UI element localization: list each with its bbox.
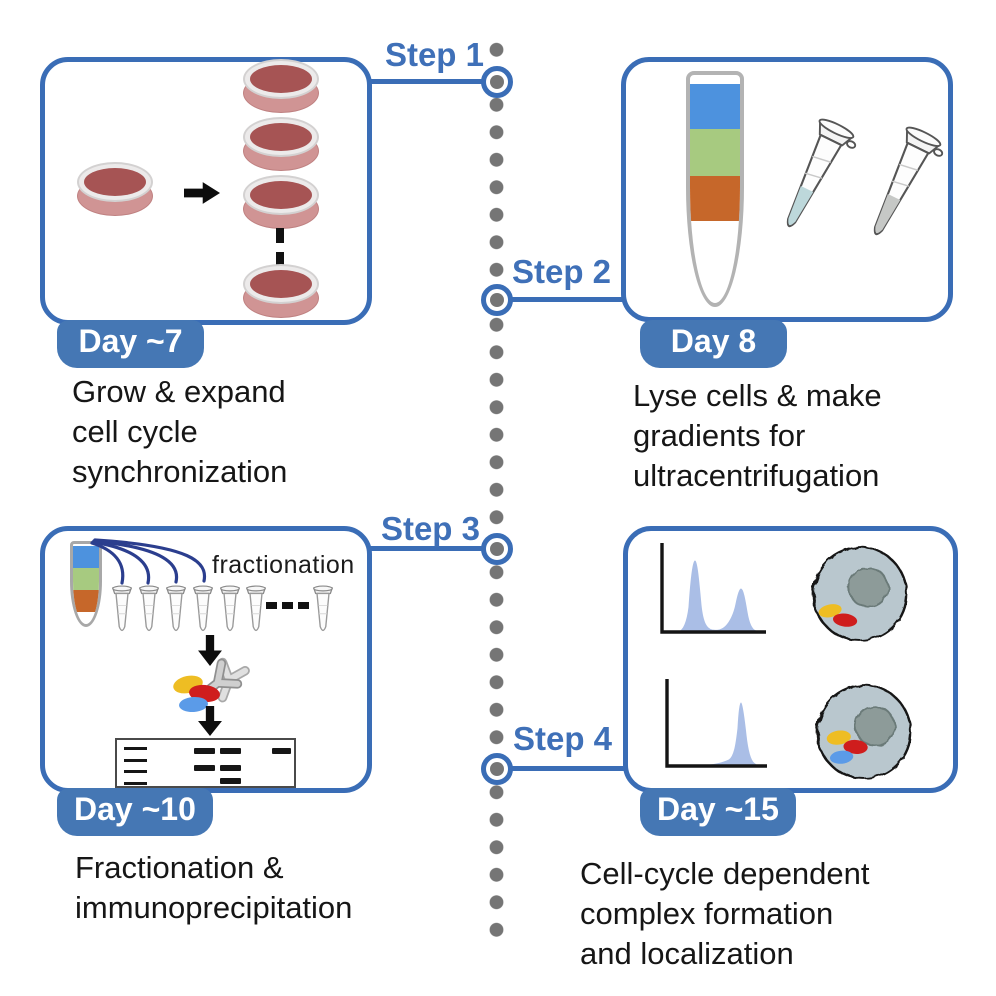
day-badge-step3: Day ~10	[57, 788, 213, 836]
caption-step3: Fractionation & immunoprecipitation	[75, 848, 352, 928]
organelle-red	[843, 739, 868, 754]
caption-line: Lyse cells & make	[633, 378, 882, 413]
cell-icon	[812, 546, 908, 642]
step3-marker	[481, 533, 513, 565]
step3-label: Step 3	[380, 510, 480, 547]
timeline-dotted-line	[489, 36, 504, 948]
caption-line: ultracentrifugation	[633, 458, 880, 493]
tube-liquid	[788, 186, 814, 226]
gradient-layer-blue	[73, 546, 99, 568]
step2-label: Step 2	[512, 253, 612, 290]
ellipsis-dashes-icon	[266, 602, 310, 609]
caption-line: Fractionation &	[75, 850, 284, 885]
gradient-layer-green	[690, 129, 740, 176]
caption-step2: Lyse cells & make gradients for ultracen…	[633, 376, 882, 496]
step1-connector-line	[367, 79, 484, 84]
petri-dish-icon	[243, 264, 319, 320]
nucleus	[854, 705, 896, 748]
petri-dish-icon	[243, 59, 319, 115]
fraction-tube-icon	[110, 585, 134, 637]
cell-icon	[816, 684, 912, 780]
step4-connector-line	[511, 766, 627, 771]
step3-connector-line	[367, 546, 484, 551]
caption-line: and localization	[580, 936, 794, 971]
fraction-tube-icon	[137, 585, 161, 637]
fraction-tube-icon	[191, 585, 215, 637]
caption-line: complex formation	[580, 896, 834, 931]
petri-dish-icon	[77, 162, 153, 218]
gradient-layer-blue	[690, 84, 740, 129]
petri-dish-icon	[243, 175, 319, 231]
fraction-tube-icon	[244, 585, 268, 637]
step2-connector-line	[511, 297, 625, 302]
gradient-layer-green	[73, 568, 99, 590]
caption-line: gradients for	[633, 418, 806, 453]
fraction-tube-icon	[311, 585, 335, 637]
western-blot-icon	[115, 738, 296, 788]
flow-histogram-two-peaks	[660, 543, 766, 634]
caption-line: cell cycle	[72, 414, 198, 449]
caption-line: Grow & expand	[72, 374, 286, 409]
gradient-layer-orange	[690, 176, 740, 221]
petri-dish-icon	[243, 117, 319, 173]
step1-marker	[481, 66, 513, 98]
organelle-blue	[829, 750, 854, 764]
caption-step1: Grow & expand cell cycle synchronization	[72, 372, 287, 492]
caption-line: immunoprecipitation	[75, 890, 353, 925]
gradient-layer-orange	[73, 590, 99, 612]
eppendorf-tube-icon	[873, 126, 944, 236]
nucleus	[847, 566, 890, 609]
fraction-tube-icon	[218, 585, 242, 637]
organelle-yellow	[818, 604, 842, 618]
ellipsis-dashes-icon	[276, 228, 284, 266]
caption-line: synchronization	[72, 454, 288, 489]
caption-line: Cell-cycle dependent	[580, 856, 870, 891]
step1-label: Step 1	[384, 36, 484, 73]
caption-step4: Cell-cycle dependent complex formation a…	[580, 854, 870, 974]
organelle-yellow	[826, 730, 851, 745]
tube-liquid	[875, 194, 901, 234]
step2-marker	[481, 284, 513, 316]
organelle-red	[832, 613, 858, 627]
fractionation-label: fractionation	[212, 551, 355, 579]
step4-label: Step 4	[513, 720, 613, 757]
gradient-tube-icon	[686, 71, 744, 307]
eppendorf-tube-icon	[786, 118, 857, 228]
fraction-tube-icon	[164, 585, 188, 637]
flow-histogram-one-peak	[665, 679, 767, 768]
day-badge-step2: Day 8	[640, 320, 787, 368]
day-badge-step1: Day ~7	[57, 320, 204, 368]
day-badge-step4: Day ~15	[640, 788, 796, 836]
step4-marker	[481, 753, 513, 785]
gradient-tube-icon	[70, 541, 102, 627]
fractionation-fan-lines	[90, 538, 207, 585]
